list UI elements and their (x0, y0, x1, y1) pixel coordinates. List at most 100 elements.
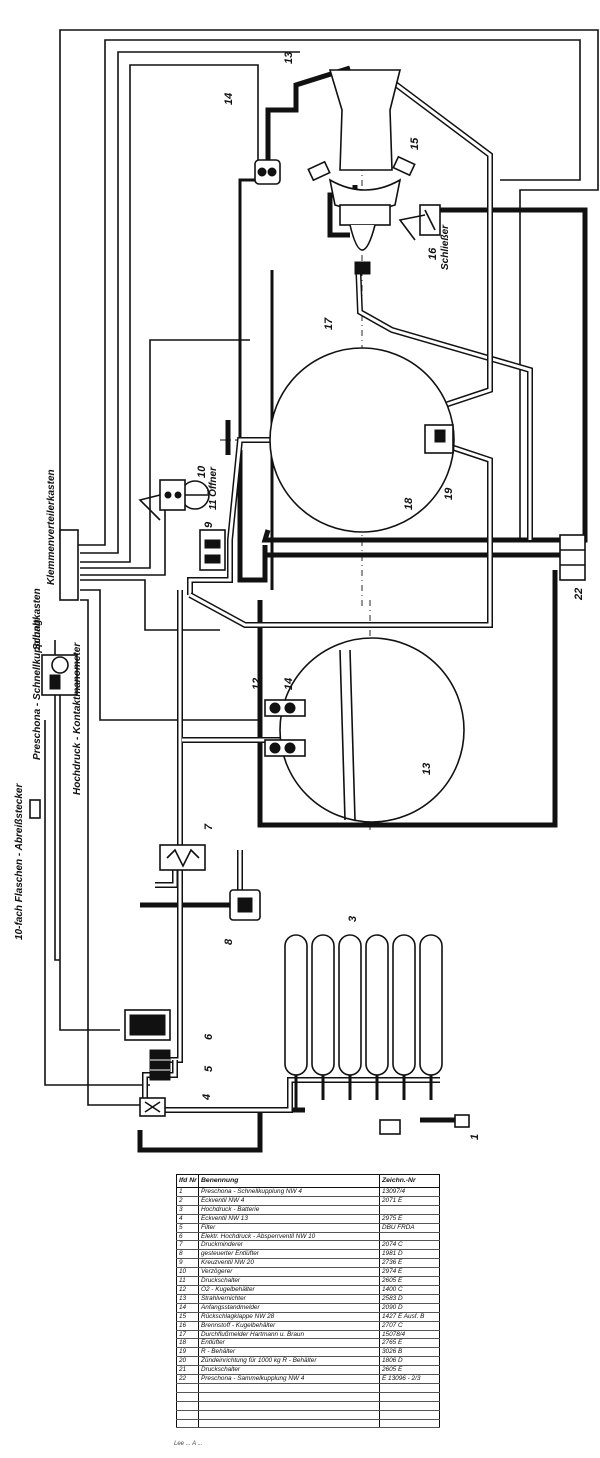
table-cell-zeichn: 2090 D (379, 1303, 440, 1313)
callout-14: 12 (251, 678, 263, 690)
component-7 (159, 844, 206, 871)
table-cell-nr: 20 (176, 1356, 199, 1367)
table-cell-zeichn (379, 1205, 440, 1215)
component-13-14 (264, 699, 306, 757)
table-cell-benennung: Druckminderer (198, 1240, 380, 1251)
table-cell-nr: 5 (176, 1223, 199, 1233)
component-21 (398, 204, 441, 241)
table-cell-nr: 3 (176, 1205, 199, 1215)
table-cell-zeichn: E 13096 - 2/3 (379, 1374, 440, 1384)
table-cell-nr: 4 (176, 1214, 199, 1224)
callout-15: 17 (323, 317, 335, 330)
table-cell-nr: 11 (176, 1276, 199, 1286)
table-cell-zeichn: 2605 E (379, 1365, 440, 1376)
battery-bottles-3 (284, 934, 443, 1110)
callout-5: 5 (203, 1065, 215, 1072)
coupling-1 (379, 1114, 470, 1135)
table-cell-nr: 1 (176, 1187, 199, 1197)
callouts: 13 14 15 16 17 18 19 10 9 22 12 14 13 7 … (196, 52, 585, 1140)
table-cell-zeichn: 1981 D (379, 1249, 440, 1260)
table-cell-benennung: Eckventil NW 13 (198, 1214, 380, 1224)
table-cell-nr (176, 1401, 199, 1411)
table-cell-zeichn: 2975 E (379, 1214, 440, 1224)
table-cell-zeichn (379, 1419, 440, 1429)
table-cell-zeichn: 2583 D (379, 1294, 440, 1304)
table-cell-nr (176, 1410, 199, 1420)
component-22 (559, 534, 586, 581)
table-cell-benennung: Filter (198, 1223, 380, 1233)
table-cell-nr: 17 (176, 1330, 199, 1340)
table-cell-zeichn: 2707 C (379, 1321, 440, 1331)
table-cell-zeichn (379, 1232, 440, 1242)
table-cell-nr: 18 (176, 1338, 199, 1349)
table-cell-nr (176, 1419, 199, 1429)
table-cell-zeichn: 3026 B (379, 1347, 440, 1358)
table-cell-benennung (198, 1392, 380, 1402)
table-cell-nr: 6 (176, 1232, 199, 1242)
reactor-19-20 (307, 69, 416, 275)
table-cell-zeichn: 2974 E (379, 1267, 440, 1278)
table-cell-benennung: Kreuzventil NW 20 (198, 1258, 380, 1269)
fuel-tank-16 (269, 347, 455, 533)
table-cell-zeichn (379, 1392, 440, 1402)
klemmenverteilerkasten-box (59, 529, 79, 601)
table-cell-zeichn: 1806 D (379, 1356, 440, 1367)
table-cell-nr: 12 (176, 1285, 199, 1295)
table-cell-nr: 14 (176, 1303, 199, 1313)
column-header-nr: lfd Nr (176, 1174, 199, 1188)
callout-8: 8 (223, 938, 235, 945)
table-header-row: lfd Nr Benennung Zeichn.-Nr (176, 1174, 440, 1188)
callout-3: 3 (347, 916, 359, 922)
table-row (176, 1392, 440, 1402)
table-cell-benennung: Zündeinrichtung für 1000 kg R - Behälter (198, 1356, 380, 1367)
callout-9: 9 (203, 521, 215, 528)
table-cell-benennung: Strahlvernichter (198, 1294, 380, 1304)
schaltkasten-box (41, 654, 78, 696)
callout-17: 19 (443, 487, 455, 500)
component-17 (424, 424, 454, 454)
table-cell-nr: 8 (176, 1249, 199, 1260)
table-cell-zeichn: 2071 E (379, 1196, 440, 1206)
column-header-zeichn: Zeichn.-Nr (379, 1174, 440, 1188)
table-row (176, 1383, 440, 1393)
column-header-benennung: Benennung (198, 1174, 380, 1188)
label-oeffner: 11 Öffner (206, 466, 219, 510)
table-cell-nr: 19 (176, 1347, 199, 1358)
table-cell-benennung: Rückschlagklappe NW 28 (198, 1312, 380, 1322)
table-cell-zeichn: 1400 C (379, 1285, 440, 1295)
abreisstecker-plug (29, 799, 41, 819)
table-cell-zeichn (379, 1383, 440, 1393)
component-9 (199, 529, 226, 571)
table-cell-benennung: gesteuerter Entlüfter (198, 1249, 380, 1260)
table-cell-nr: 21 (176, 1365, 199, 1376)
footnote: Lee ... A ... (174, 1441, 203, 1447)
callout-6: 6 (203, 1033, 215, 1040)
callout-7: 7 (203, 823, 215, 830)
table-cell-zeichn: 1427 E Ausf. B (379, 1312, 440, 1322)
table-cell-nr (176, 1383, 199, 1393)
table-cell-benennung (198, 1410, 380, 1420)
table-cell-benennung (198, 1383, 380, 1393)
component-8 (229, 889, 261, 921)
table-row (176, 1419, 440, 1429)
component-18 (254, 159, 281, 185)
callout-21: 16 (427, 247, 439, 260)
table-cell-benennung: Hochdruck - Batterie (198, 1205, 380, 1215)
table-cell-benennung: O2 - Kugelbehälter (198, 1285, 380, 1295)
component-11 (138, 479, 186, 521)
